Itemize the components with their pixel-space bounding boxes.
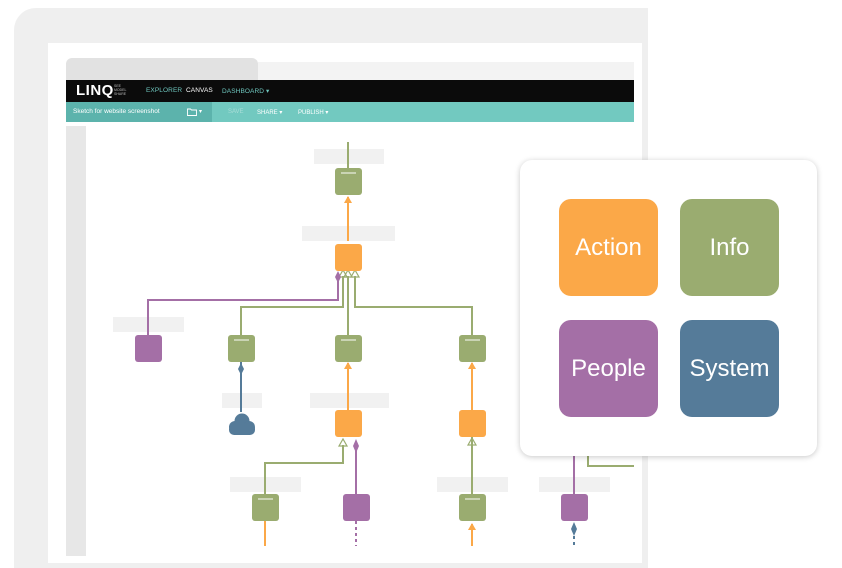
app-logo-tagline: SEE MODEL SHARE [114,84,127,96]
connector-line [240,276,344,335]
connector-line [354,276,473,335]
diamond-marker [238,363,244,375]
publish-menu[interactable]: PUBLISH ▾ [298,110,329,116]
arrow-head [468,362,476,369]
nav-explorer[interactable]: EXPLORER [146,87,183,94]
arrow-head [337,268,349,278]
info-node[interactable] [228,335,255,362]
process-diagram [113,142,634,546]
app-logo[interactable]: LINQ [76,82,114,99]
document-selector[interactable]: Sketch for website screenshot ▾ [66,102,212,122]
arrow-head [344,196,352,203]
legend-people: People [559,320,658,417]
toolbar: Sketch for website screenshot ▾ SAVE SHA… [66,102,634,122]
connector-line [147,276,339,335]
legend-card: Action Info People System [520,160,817,456]
info-node[interactable] [459,335,486,362]
action-node[interactable] [459,410,486,437]
nav-canvas[interactable]: CANVAS [186,87,213,94]
people-node[interactable] [561,494,588,521]
arrow-head [342,268,354,278]
legend-action: Action [559,199,658,296]
action-node[interactable] [335,244,362,271]
node-label [310,393,389,408]
info-node[interactable] [335,335,362,362]
address-bar [258,62,634,80]
navbar: LINQ SEE MODEL SHARE EXPLORER CANVAS DAS… [66,80,634,102]
legend-system: System [680,320,779,417]
people-node[interactable] [135,335,162,362]
connector-line [587,455,634,467]
diamond-marker [571,522,577,536]
nav-dashboard[interactable]: DASHBOARD ▾ [222,88,270,95]
canvas-sidebar [66,126,86,556]
cloud-icon[interactable] [229,413,255,436]
browser-tab [66,58,258,80]
info-node[interactable] [335,168,362,195]
arrow-head [344,362,352,369]
info-node[interactable] [459,494,486,521]
diamond-marker [335,271,341,283]
chevron-down-icon[interactable]: ▾ [199,109,203,115]
action-node[interactable] [335,410,362,437]
diamond-marker [353,439,359,453]
connector-line [264,445,344,494]
document-title: Sketch for website screenshot [73,108,160,115]
arrow-head [466,436,478,446]
info-node[interactable] [252,494,279,521]
save-button[interactable]: SAVE [228,109,244,115]
arrow-head [349,268,361,278]
folder-icon[interactable] [187,108,197,116]
share-menu[interactable]: SHARE ▾ [257,110,283,116]
legend-info: Info [680,199,779,296]
arrow-head [468,523,476,530]
people-node[interactable] [343,494,370,521]
arrow-head [337,437,349,447]
